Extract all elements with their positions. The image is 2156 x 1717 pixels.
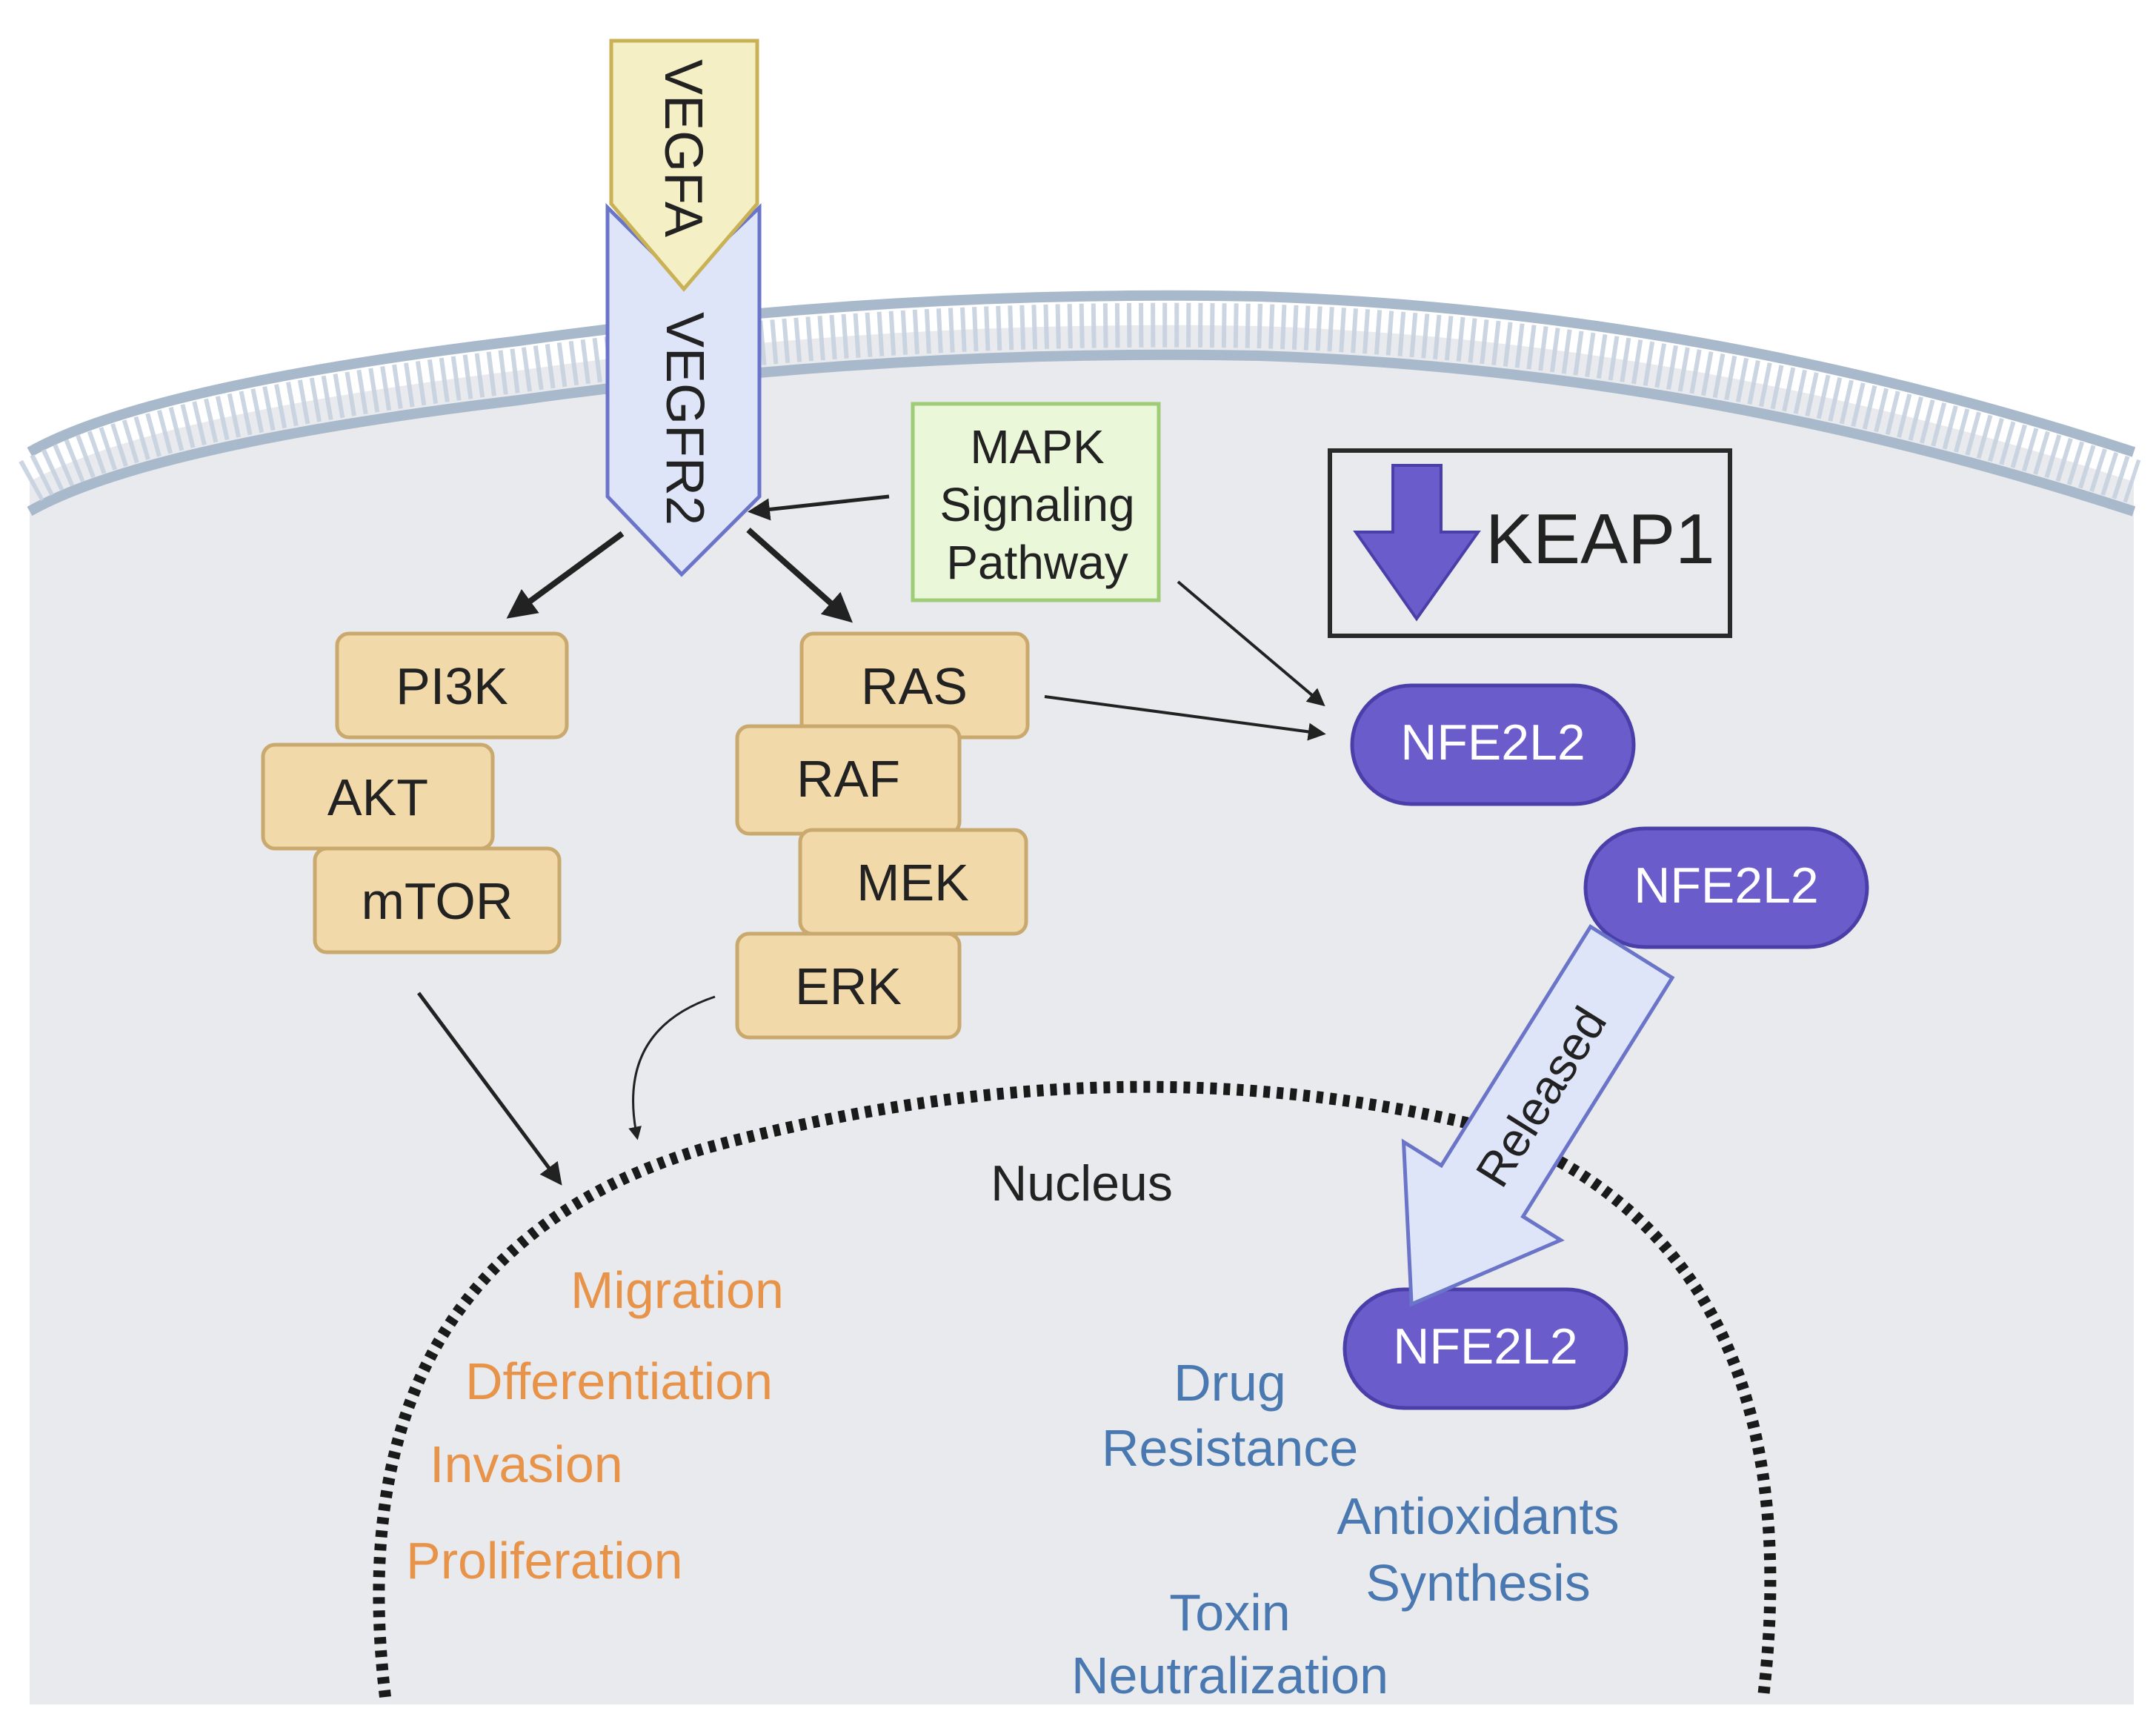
outcome-toxin-1: Toxin: [1169, 1584, 1290, 1641]
nfe2l2-label-1: NFE2L2: [1400, 714, 1585, 771]
mapk-box: [911, 402, 1161, 602]
nfe2l2-label-3: NFE2L2: [1393, 1318, 1577, 1375]
arrow-mapk-to-vegfr2: [748, 494, 890, 521]
mtor-label: mTOR: [362, 872, 513, 930]
arrow-vegfr2-to-ras: [746, 528, 853, 623]
nfe2l2-cytoplasm-2: NFE2L2: [1583, 826, 1869, 949]
vegfr2-label: VEGFR2: [655, 312, 714, 525]
outcome-drug-1: Drug: [1174, 1354, 1286, 1412]
mapk-line-3: Pathway: [946, 536, 1128, 589]
arrow-ras-to-nfe2l2: [1044, 695, 1326, 741]
mek-label: MEK: [856, 854, 969, 911]
erk-label: ERK: [795, 957, 902, 1015]
outcome-antioxidants-1: Antioxidants: [1337, 1487, 1619, 1545]
outcome-invasion: Invasion: [430, 1435, 623, 1493]
outcome-proliferation: Proliferation: [406, 1532, 683, 1590]
outcome-drug-2: Resistance: [1102, 1419, 1358, 1477]
ras-label: RAS: [861, 657, 968, 715]
raf-label: RAF: [796, 750, 900, 808]
mapk-line-1: MAPK: [970, 420, 1104, 474]
outcome-antioxidants-2: Synthesis: [1365, 1554, 1590, 1612]
nucleus-label: Nucleus: [991, 1155, 1173, 1212]
vegfa-ligand: [609, 39, 759, 292]
arrow-mapk-to-nfe2l2: [1177, 580, 1325, 707]
cell-membrane: [19, 290, 2141, 517]
nfe2l2-label-2: NFE2L2: [1634, 857, 1818, 914]
nfe2l2-cytoplasm-1: NFE2L2: [1350, 683, 1636, 806]
down-arrow-icon: [1353, 464, 1481, 622]
pi3k-stack: PI3K AKT mTOR: [261, 631, 569, 954]
akt-label: AKT: [327, 768, 428, 826]
arrow-mtor-to-nucleus: [416, 992, 562, 1186]
nfe2l2-nucleus: NFE2L2: [1342, 1287, 1628, 1410]
arrow-vegfr2-to-pi3k: [506, 531, 625, 619]
vegfa-label: VEGFA: [653, 59, 713, 237]
outcome-toxin-2: Neutralization: [1071, 1647, 1388, 1704]
erk-box: [735, 931, 962, 1040]
mapk-line-2: Signaling: [939, 478, 1134, 531]
ras-stack: RAS RAF MEK ERK: [735, 631, 1030, 1040]
keap1-box: [1328, 448, 1732, 638]
pi3k-label: PI3K: [396, 657, 508, 715]
outcomes-left: Migration Dfferentiation Invasion Prolif…: [406, 1261, 784, 1590]
arrow-erk-to-nucleus: [628, 995, 716, 1140]
outcomes-right: Drug Resistance Antioxidants Synthesis T…: [1071, 1354, 1620, 1704]
outcome-differentiation: Dfferentiation: [465, 1352, 773, 1410]
pathway-arrows: [416, 494, 1326, 1186]
pi3k-box: [335, 631, 569, 740]
outcome-migration: Migration: [570, 1261, 784, 1319]
keap1-label: KEAP1: [1485, 499, 1715, 579]
mtor-box: [313, 846, 562, 954]
nucleus-envelope: [373, 1080, 1777, 1698]
